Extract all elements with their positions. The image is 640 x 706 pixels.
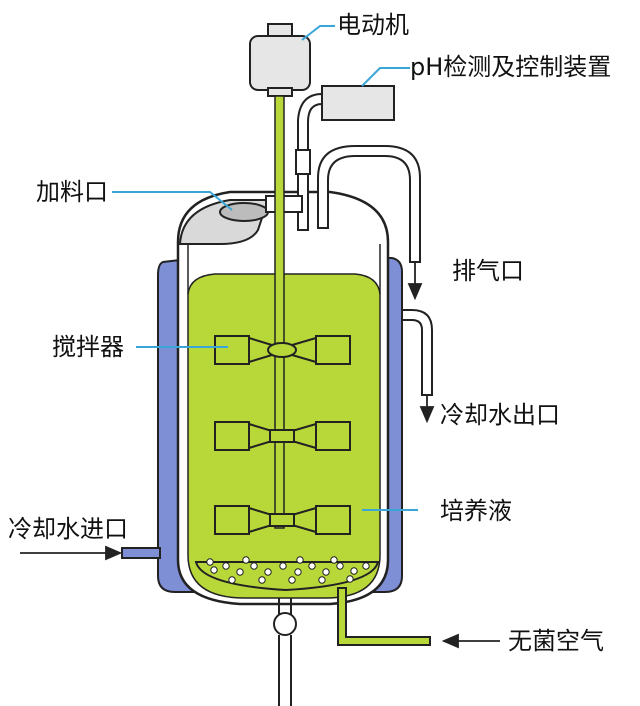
label-cooling-water-inlet: 冷却水进口 — [8, 515, 128, 543]
label-sterile-air: 无菌空气 — [508, 627, 604, 655]
label-ph-control: pH检测及控制装置 — [410, 53, 611, 81]
air-inlet-pipe — [337, 587, 431, 646]
air-bubble — [258, 576, 266, 584]
impeller-3 — [214, 505, 351, 535]
air-bubble — [236, 568, 244, 576]
impellers — [214, 335, 351, 535]
leader-lines — [112, 25, 418, 511]
air-bubble — [346, 575, 354, 583]
air-bubble — [206, 558, 214, 566]
air-bubble — [288, 576, 296, 584]
exhaust-pipe — [317, 145, 421, 263]
label-agitator: 搅拌器 — [52, 333, 124, 361]
cooling-outlet-pipe — [401, 309, 433, 396]
label-cooling-water-outlet: 冷却水出口 — [440, 401, 560, 429]
air-bubble — [279, 562, 287, 570]
label-motor: 电动机 — [337, 11, 409, 39]
air-bubble — [318, 576, 326, 584]
agitator-shaft — [274, 95, 285, 529]
motor-body — [249, 35, 311, 91]
air-bubble — [308, 562, 316, 570]
label-exhaust-port: 排气口 — [452, 257, 524, 285]
impeller-2 — [214, 421, 351, 451]
air-bubble — [222, 562, 230, 570]
label-feed-port: 加料口 — [36, 178, 108, 206]
cooling-inlet-pipe — [121, 547, 161, 559]
drain-valve — [273, 612, 297, 636]
air-bubble — [294, 568, 302, 576]
air-bubble — [322, 568, 330, 576]
air-bubble — [330, 556, 338, 564]
air-bubble — [336, 562, 344, 570]
air-bubbles — [206, 556, 370, 584]
air-bubble — [362, 562, 370, 570]
air-bubble — [250, 562, 258, 570]
air-bubble — [350, 567, 358, 575]
impeller-1 — [214, 335, 351, 365]
air-bubble — [210, 566, 218, 574]
label-culture-medium: 培养液 — [440, 497, 512, 525]
air-bubble — [264, 568, 272, 576]
air-bubble — [228, 576, 236, 584]
ph-control-box — [321, 85, 395, 121]
flow-arrows — [20, 262, 500, 649]
air-bubble — [296, 556, 304, 564]
air-bubble — [242, 556, 250, 564]
